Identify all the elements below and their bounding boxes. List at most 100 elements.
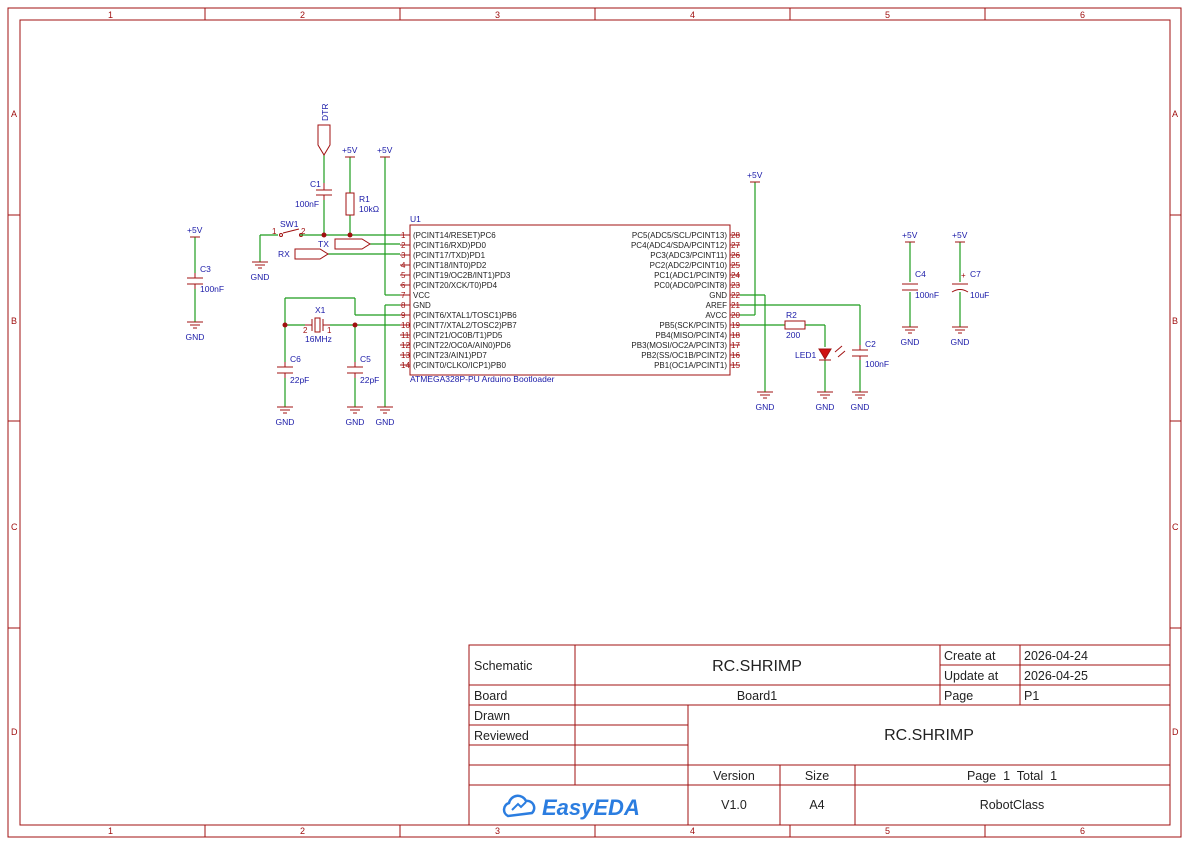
u1-left-pins: 1(PCINT14/RESET)PC62(PCINT16/RXD)PD03(PC…	[400, 231, 517, 370]
vcc-label: +5V	[377, 145, 393, 155]
gnd-label: GND	[186, 332, 205, 342]
u1-pin-number: 4	[401, 261, 406, 270]
u1-pin-name: GND	[413, 301, 431, 310]
u1-pin-name: VCC	[413, 291, 430, 300]
u1-pin-number: 10	[401, 321, 410, 330]
version-value: V1.0	[721, 798, 747, 812]
reviewed-label: Reviewed	[474, 729, 529, 743]
c3-value: 100nF	[200, 284, 224, 294]
u1-pin-name: PC2(ADC2/PCINT10)	[650, 261, 728, 270]
logo-text: EasyEDA	[542, 795, 640, 820]
col-5-top: 5	[885, 10, 890, 20]
led1-ref: LED1	[795, 350, 817, 360]
create-value: 2026-04-24	[1024, 649, 1088, 663]
c2-value: 100nF	[865, 359, 889, 369]
drawn-label: Drawn	[474, 709, 510, 723]
ground-symbol: GND	[276, 406, 295, 427]
u1-pin-name: (PCINT23/AIN1)PD7	[413, 351, 487, 360]
c7-capacitor[interactable]: + C7 10uF	[951, 269, 989, 300]
tx-port[interactable]: TX	[318, 238, 371, 250]
c3-capacitor[interactable]: C3 100nF	[187, 264, 224, 294]
col-2-top: 2	[300, 10, 305, 20]
easyeda-logo: EasyEDA	[502, 794, 640, 820]
title-block: Schematic RC.SHRIMP Board Board1 Drawn R…	[468, 644, 1171, 826]
main-title: RC.SHRIMP	[884, 727, 974, 744]
u1-pin-name: PB1(OC1A/PCINT1)	[654, 361, 727, 370]
u1-pin-number: 11	[401, 331, 410, 340]
gnd-label: GND	[901, 337, 920, 347]
gnd-label: GND	[756, 402, 775, 412]
version-label: Version	[713, 769, 755, 783]
c4-ref: C4	[915, 269, 926, 279]
col-5-bottom: 5	[885, 826, 890, 836]
gnd-label: GND	[376, 417, 395, 427]
vcc-symbol-r1: +5V	[342, 145, 358, 158]
c6-capacitor[interactable]: C6 22pF	[277, 354, 309, 385]
u1-pin-number: 9	[401, 311, 406, 320]
u1-pin-number: 14	[401, 361, 410, 370]
u1-pin-number: 1	[401, 231, 406, 240]
sw1-switch[interactable]: SW1 1 2	[272, 219, 306, 237]
c1-capacitor[interactable]: C1 100nF	[295, 179, 332, 209]
c1-value: 100nF	[295, 199, 319, 209]
gnd-label: GND	[276, 417, 295, 427]
r2-resistor[interactable]: R2 200	[784, 310, 806, 340]
u1-pin-name: (PCINT21/OC0B/T1)PD5	[413, 331, 503, 340]
size-label: Size	[805, 769, 829, 783]
u1-pin-name: PB2(SS/OC1B/PCINT2)	[641, 351, 727, 360]
col-1-bottom: 1	[108, 826, 113, 836]
r2-value: 200	[786, 330, 800, 340]
u1-pin-number: 24	[731, 271, 740, 280]
u1-pin-name: (PCINT18/INT0)PD2	[413, 261, 487, 270]
u1-pin-number: 19	[731, 321, 740, 330]
u1-pin-name: PB3(MOSI/OC2A/PCINT3)	[631, 341, 727, 350]
page-label: Page	[944, 689, 973, 703]
x1-pin1: 1	[327, 326, 332, 335]
row-markers: A B C D A B C D	[8, 109, 1181, 737]
ground-symbol: GND	[251, 261, 269, 282]
u1-pin-number: 8	[401, 301, 406, 310]
c2-ref: C2	[865, 339, 876, 349]
r1-resistor[interactable]: R1 10kΩ	[345, 192, 379, 216]
dtr-port[interactable]: DTR	[317, 104, 331, 156]
junctions	[282, 232, 358, 328]
sw1-ref: SW1	[280, 219, 299, 229]
u1-body	[409, 224, 731, 376]
dtr-label: DTR	[320, 104, 330, 121]
u1-pin-name: PC1(ADC1/PCINT9)	[654, 271, 727, 280]
update-value: 2026-04-25	[1024, 669, 1088, 683]
col-3-bottom: 3	[495, 826, 500, 836]
u1-pin-number: 28	[731, 231, 740, 240]
u1-pin-number: 18	[731, 331, 740, 340]
c7-ref: C7	[970, 269, 981, 279]
u1-pin-number: 17	[731, 341, 740, 350]
row-d-right: D	[1172, 727, 1179, 737]
c5-capacitor[interactable]: C5 22pF	[347, 354, 379, 385]
col-3-top: 3	[495, 10, 500, 20]
u1-pin-number: 15	[731, 361, 740, 370]
x1-crystal[interactable]: X1 16MHz 2 1	[303, 305, 332, 344]
schematic-title: RC.SHRIMP	[712, 658, 802, 675]
u1-pin-number: 12	[401, 341, 410, 350]
col-1-top: 1	[108, 10, 113, 20]
rx-port[interactable]: RX	[278, 248, 329, 260]
u1-pin-name: (PCINT14/RESET)PC6	[413, 231, 496, 240]
u1-pin-name: (PCINT19/OC2B/INT1)PD3	[413, 271, 511, 280]
u1-atmega328p[interactable]: U1 ATMEGA328P-PU Arduino Bootloader 1(PC…	[400, 214, 740, 384]
u1-pin-name: AVCC	[705, 311, 727, 320]
row-d-left: D	[11, 727, 18, 737]
vcc-symbol-c4: +5V	[902, 230, 918, 243]
col-4-bottom: 4	[690, 826, 695, 836]
led1-diode[interactable]: LED1	[795, 345, 846, 361]
c4-capacitor[interactable]: C4 100nF	[902, 269, 939, 300]
board-label: Board	[474, 689, 507, 703]
u1-pin-name: AREF	[706, 301, 727, 310]
ground-symbol: GND	[951, 326, 969, 347]
u1-pin-number: 25	[731, 261, 740, 270]
u1-pin-number: 3	[401, 251, 406, 260]
c6-ref: C6	[290, 354, 301, 364]
u1-pin-name: (PCINT6/XTAL1/TOSC1)PB6	[413, 311, 517, 320]
c2-capacitor[interactable]: C2 100nF	[852, 339, 889, 369]
